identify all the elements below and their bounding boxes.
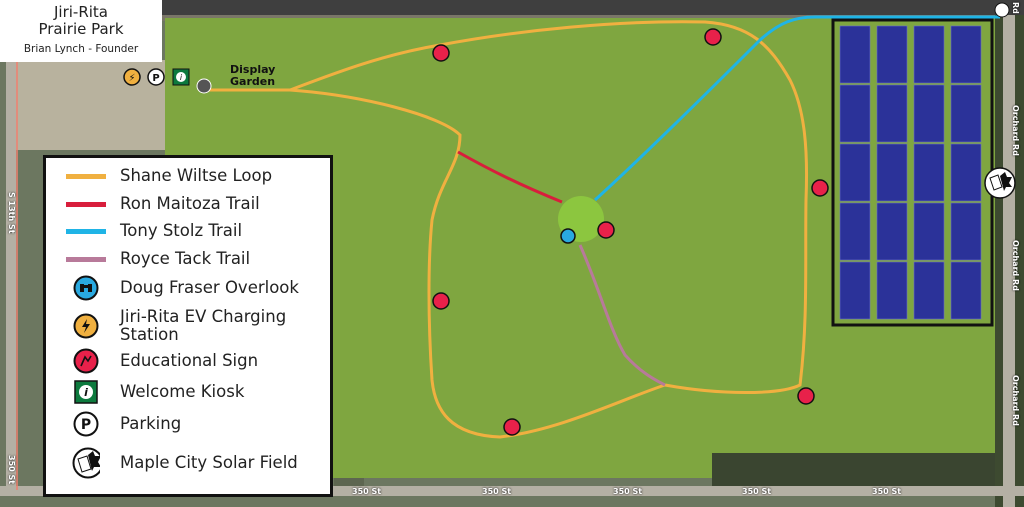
solar-panel-array xyxy=(839,25,871,84)
legend-item-ev-charging: Jiri-Rita EV Charging Station xyxy=(46,308,310,344)
educational-sign-marker[interactable] xyxy=(432,44,450,62)
solar-panel-array xyxy=(913,202,945,261)
solar-panel-array xyxy=(913,84,945,143)
solar-panel-array xyxy=(876,25,908,84)
solar-panel-array xyxy=(876,202,908,261)
solar-panel-array xyxy=(839,261,871,320)
tree-line xyxy=(712,453,997,488)
legend-item-tony-stolz-trail: Tony Stolz Trail xyxy=(46,222,242,240)
map-legend: Shane Wiltse Loop Ron Maitoza Trail Tony… xyxy=(43,155,333,497)
trail-swatch xyxy=(66,173,106,179)
top-road xyxy=(0,0,1024,15)
road-label: 350 St xyxy=(482,487,512,496)
solar-panel-array xyxy=(839,84,871,143)
legend-item-overlook: Doug Fraser Overlook xyxy=(46,274,299,302)
solar-panel-array xyxy=(950,143,982,202)
road-label: Orchard Rd xyxy=(1011,105,1020,156)
solar-field[interactable] xyxy=(831,18,994,327)
road-label: 350 St xyxy=(742,487,772,496)
13th-st-road xyxy=(6,60,16,490)
solar-panel-array xyxy=(839,143,871,202)
educational-sign-marker[interactable] xyxy=(597,221,615,239)
solar-panel-array xyxy=(876,143,908,202)
solar-panel-array xyxy=(950,25,982,84)
hiker-icon xyxy=(196,78,212,94)
road-label: Rd xyxy=(1011,2,1020,14)
educational-sign-marker[interactable] xyxy=(811,179,829,197)
legend-item-parking: P Parking xyxy=(46,410,181,438)
svg-text:i: i xyxy=(180,73,183,82)
road-label: Orchard Rd xyxy=(1011,375,1020,426)
binoculars-icon xyxy=(72,274,100,302)
road-label: 350 St xyxy=(7,455,16,485)
overlook-marker[interactable] xyxy=(560,228,576,244)
solar-field-icon xyxy=(72,447,100,479)
legend-item-ron-maitoza-trail: Ron Maitoza Trail xyxy=(46,195,260,213)
solar-panel-array xyxy=(876,84,908,143)
hiker-icon-top-right xyxy=(994,2,1010,18)
info-icon: i xyxy=(72,378,100,406)
ev-charging-icon[interactable] xyxy=(123,68,141,86)
parking-icon[interactable] xyxy=(147,68,165,86)
legend-item-royce-tack-trail: Royce Tack Trail xyxy=(46,250,250,268)
trail-shane-wiltse-loop[interactable] xyxy=(205,20,809,439)
solar-panel-array xyxy=(950,84,982,143)
road-label: 350 St xyxy=(613,487,643,496)
solar-panel-array xyxy=(950,261,982,320)
road-label: 350 St xyxy=(352,487,382,496)
solar-panel-array xyxy=(913,261,945,320)
solar-field-marker-icon[interactable] xyxy=(984,167,1016,199)
legend-item-welcome-kiosk: i Welcome Kiosk xyxy=(46,378,244,406)
trail-royce-tack[interactable] xyxy=(578,244,666,387)
educational-sign-icon xyxy=(72,347,100,375)
svg-text:⚡: ⚡ xyxy=(128,73,135,84)
road-label: 350 St xyxy=(872,487,902,496)
solar-panel-array xyxy=(913,143,945,202)
legend-item-solar-field: Maple City Solar Field xyxy=(46,447,298,479)
trail-tony-stolz[interactable] xyxy=(593,15,1000,202)
orchard-road xyxy=(1003,15,1015,507)
educational-sign-marker[interactable] xyxy=(432,292,450,310)
solar-panel-array xyxy=(876,261,908,320)
educational-sign-marker[interactable] xyxy=(503,418,521,436)
trail-ron-maitoza[interactable] xyxy=(457,150,563,204)
svg-text:P: P xyxy=(81,417,91,433)
legend-item-educational-sign: Educational Sign xyxy=(46,347,258,375)
350-st-road xyxy=(0,486,1024,496)
trail-swatch xyxy=(66,228,106,234)
parking-icon: P xyxy=(72,410,100,438)
road-label: S 13th St xyxy=(7,192,16,234)
solar-panel-array xyxy=(913,25,945,84)
solar-panel-array xyxy=(839,202,871,261)
educational-sign-marker[interactable] xyxy=(704,28,722,46)
lightning-icon xyxy=(72,312,100,340)
svg-text:P: P xyxy=(152,73,159,84)
road-label: Orchard Rd xyxy=(1011,240,1020,291)
educational-sign-marker[interactable] xyxy=(797,387,815,405)
legend-item-shane-wiltse-loop: Shane Wiltse Loop xyxy=(46,167,272,185)
park-founder: Brian Lynch - Founder xyxy=(23,43,139,55)
trail-swatch xyxy=(66,256,106,262)
trail-swatch xyxy=(66,201,106,207)
svg-text:i: i xyxy=(84,386,88,399)
solar-panel-array xyxy=(950,202,982,261)
